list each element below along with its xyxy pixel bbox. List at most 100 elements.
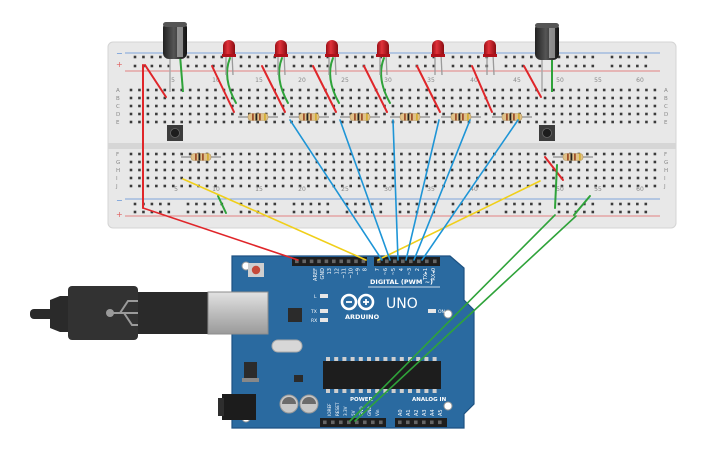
header-pin <box>302 259 306 264</box>
breadboard-rail-hole <box>415 202 419 206</box>
breadboard-rail-hole <box>167 210 171 214</box>
breadboard-hole <box>155 176 158 180</box>
push-button-left[interactable] <box>167 125 183 141</box>
row-letter: H <box>116 168 120 174</box>
breadboard-rail-hole <box>504 55 508 59</box>
col-number: 15 <box>255 186 263 193</box>
breadboard-hole <box>222 184 226 188</box>
breadboard-hole <box>501 160 505 164</box>
breadboard-rail-hole <box>195 55 198 59</box>
breadboard-rail-hole <box>265 64 268 68</box>
digital-header-pins <box>295 259 437 264</box>
power-pin-label: Vin <box>375 409 380 416</box>
breadboard-hole <box>222 176 226 180</box>
breadboard-hole <box>450 88 454 92</box>
breadboard-rail-hole <box>627 202 631 206</box>
breadboard-hole <box>569 88 572 92</box>
breadboard-hole <box>611 120 614 124</box>
breadboard-rail-hole <box>477 64 480 68</box>
breadboard-hole <box>619 168 623 172</box>
col-number: 55 <box>594 186 602 193</box>
breadboard-hole <box>357 88 361 92</box>
breadboard-rail-hole <box>133 64 137 68</box>
breadboard-hole <box>433 96 437 100</box>
voltage-regulator <box>244 362 257 378</box>
breadboard-rail-hole <box>566 55 569 59</box>
breadboard-hole <box>602 88 606 92</box>
breadboard-rail-hole <box>460 210 463 214</box>
breadboard-hole <box>197 176 200 180</box>
on-led-label: ON <box>438 309 445 315</box>
breadboard-hole <box>459 184 462 188</box>
digital-pin-label: ~6 <box>383 268 389 275</box>
digital-pin-label: GND <box>320 268 326 280</box>
breadboard-rail-hole <box>610 55 614 59</box>
breadboard-rail-hole <box>407 64 410 68</box>
breadboard-hole <box>298 120 302 124</box>
breadboard-rail-hole <box>557 202 561 206</box>
analog-pin-label: A4 <box>430 409 436 416</box>
breadboard-hole <box>543 152 547 156</box>
breadboard-hole <box>602 160 606 164</box>
red-jumper-wire <box>312 65 337 113</box>
usb-b-port[interactable] <box>207 291 269 335</box>
breadboard-rail-hole <box>566 64 569 68</box>
breadboard-hole <box>543 168 547 172</box>
breadboard-hole <box>248 152 251 156</box>
header-pin <box>371 420 375 425</box>
breadboard-hole <box>526 152 530 156</box>
breadboard-rail-hole <box>644 202 648 206</box>
breadboard-rail-hole <box>203 64 207 68</box>
breadboard-hole <box>231 176 234 180</box>
breadboard-hole <box>349 168 352 172</box>
reset-button-cap[interactable] <box>251 265 261 275</box>
red-led <box>431 40 445 76</box>
push-button-right[interactable] <box>539 125 555 141</box>
breadboard-hole <box>467 184 471 188</box>
digital-pin-label: 2 <box>415 268 421 271</box>
breadboard-hole <box>526 168 530 172</box>
breadboard-hole <box>501 96 505 100</box>
breadboard-hole <box>171 112 175 116</box>
breadboard-hole <box>493 96 496 100</box>
breadboard-hole <box>383 112 386 116</box>
breadboard-hole <box>197 104 200 108</box>
breadboard-rail-hole <box>468 64 472 68</box>
breadboard-rail-hole <box>265 202 268 206</box>
breadboard-hole <box>501 168 505 172</box>
breadboard-hole <box>594 112 598 116</box>
breadboard-hole <box>138 88 141 92</box>
breadboard-hole <box>433 120 437 124</box>
breadboard-hole <box>248 104 251 108</box>
breadboard-hole <box>484 184 488 188</box>
breadboard-hole <box>484 112 488 116</box>
breadboard-hole <box>493 168 496 172</box>
header-pin <box>377 259 381 264</box>
breadboard-hole <box>180 88 183 92</box>
breadboard-rail-hole <box>301 202 304 206</box>
breadboard-rail-hole <box>513 64 516 68</box>
breadboard-hole <box>442 168 445 172</box>
breadboard-rail-hole <box>432 64 436 68</box>
breadboard-rail-hole <box>636 202 639 206</box>
breadboard-hole <box>138 104 141 108</box>
breadboard-hole <box>290 104 293 108</box>
breadboard-hole <box>205 120 209 124</box>
breadboard-hole <box>509 120 513 124</box>
breadboard-rail-hole <box>292 210 296 214</box>
breadboard-hole <box>171 120 175 124</box>
breadboard-hole <box>442 96 445 100</box>
breadboard-hole <box>205 176 209 180</box>
breadboard-hole <box>594 176 598 180</box>
breadboard-hole <box>569 104 572 108</box>
breadboard-hole <box>214 152 217 156</box>
breadboard-hole <box>636 88 640 92</box>
breadboard-hole <box>602 120 606 124</box>
breadboard-rail-hole <box>468 202 472 206</box>
breadboard-hole <box>273 104 276 108</box>
breadboard-hole <box>290 160 293 164</box>
breadboard-hole <box>138 160 141 164</box>
dc-power-jack <box>222 394 256 420</box>
header-pin <box>406 420 410 425</box>
digital-pin-label: 13 <box>327 268 333 274</box>
